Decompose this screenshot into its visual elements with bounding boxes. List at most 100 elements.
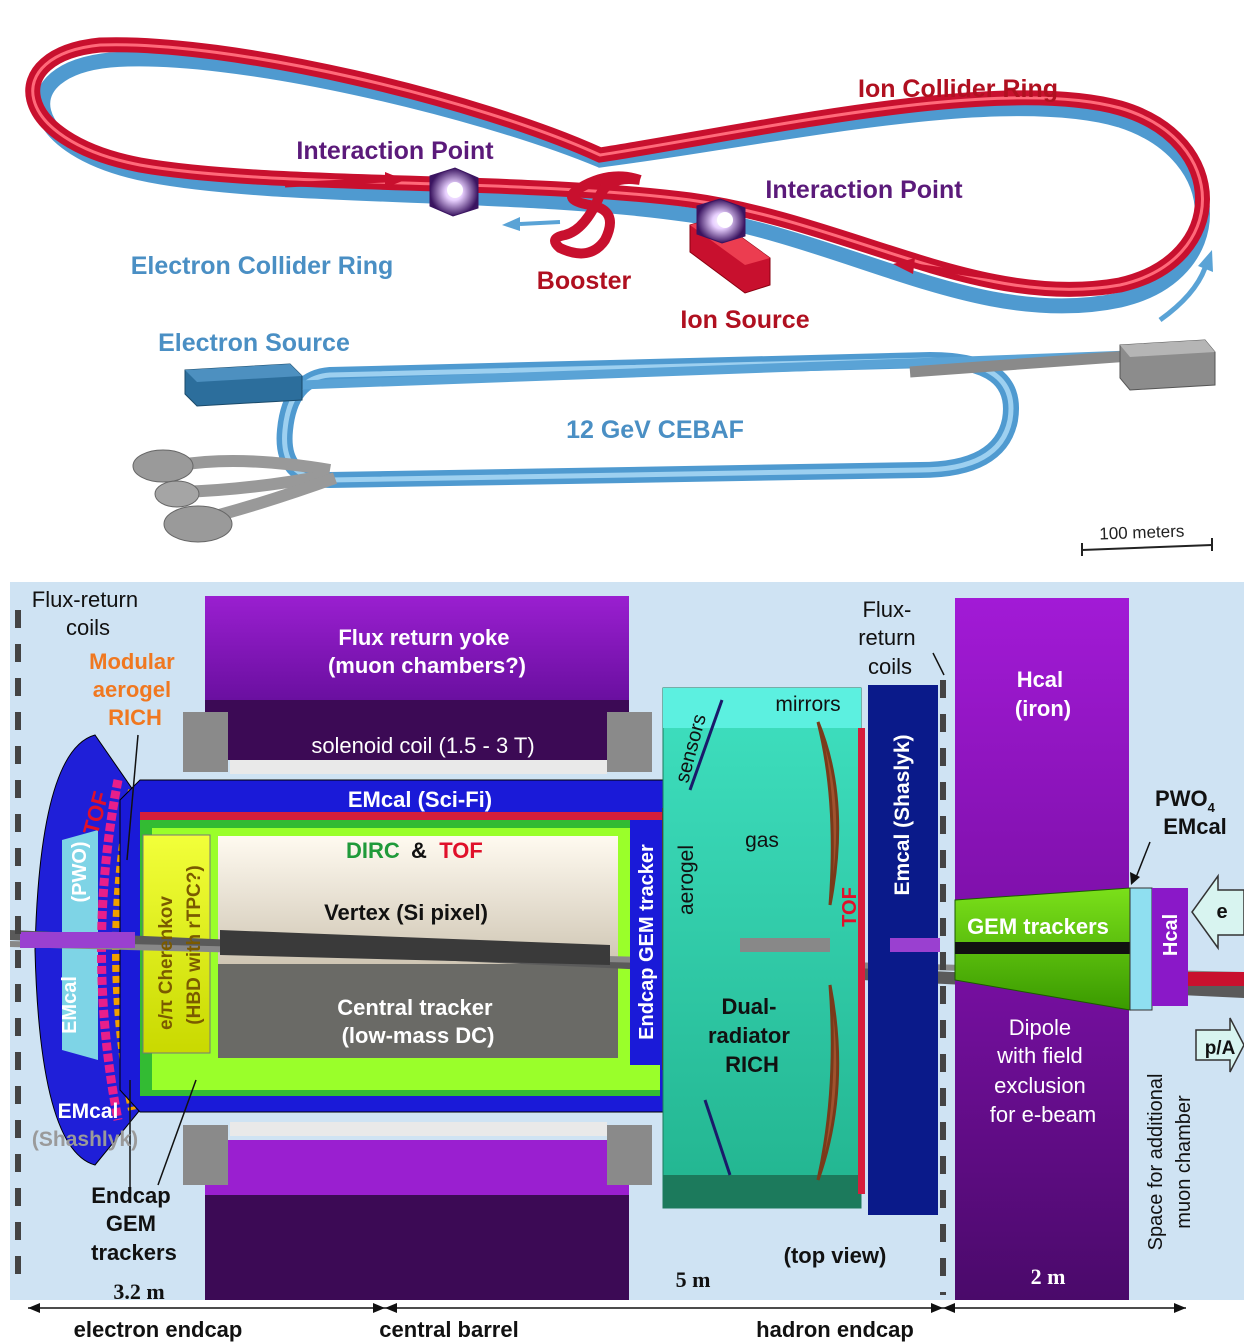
label-ion-collider-ring: Ion Collider Ring: [858, 75, 1058, 103]
flux-return-yoke-bottom-light: [205, 1140, 629, 1200]
left-beam-stub: [20, 932, 135, 948]
scale-bar: [1081, 538, 1213, 556]
label-gem-trackers: GEM trackers: [967, 914, 1109, 939]
label-shashlyk-left: (Shashlyk): [32, 1128, 138, 1151]
label-hcal-iron: Hcal (iron): [1015, 667, 1071, 721]
label-top-view: (top view): [784, 1243, 887, 1268]
label-mirrors: mirrors: [775, 693, 840, 716]
label-booster: Booster: [537, 267, 632, 295]
detector-diagram: Flux-return coils Modular aerogel RICH F…: [10, 582, 1244, 1342]
emcal-right-beam-stub: [890, 938, 940, 952]
coil-bottom-right: [607, 1125, 652, 1185]
interaction-point-left-marker: [429, 167, 479, 217]
label-central-tracker: Central tracker (low-mass DC): [337, 995, 498, 1048]
flux-return-yoke-bottom: [205, 1195, 629, 1300]
pointer-gem-endcap-1: [157, 1079, 197, 1186]
solenoid-coil-bar-top: [230, 760, 607, 774]
label-pwo4-emcal: PWO4 EMcal: [1155, 786, 1227, 839]
label-flux-return-coils-left: Flux-return coils: [32, 587, 144, 640]
label-flux-return-yoke: Flux return yoke (muon chambers?): [328, 625, 526, 678]
dimension-lines: [28, 1303, 1186, 1313]
rich-mirror-bottom: [816, 984, 840, 1181]
rich-sensor-bottom: [703, 1099, 732, 1176]
label-flux-return-coils-right: Flux- return coils: [858, 597, 922, 679]
rich-sensor-top: [688, 699, 724, 791]
label-dipole: Dipole with field exclusion for e-beam: [990, 1015, 1096, 1127]
label-tof-right: TOF: [839, 887, 861, 927]
spreader-line-1: [179, 455, 331, 476]
rich-bottom-band: [663, 1175, 861, 1208]
electron-source-box: [184, 363, 303, 407]
label-pwo: (PWO): [69, 841, 91, 902]
label-dim-right: 2 m: [1031, 1264, 1066, 1289]
coil-top-right: [607, 712, 652, 772]
label-emcal-shaslyk-right: Emcal (Shaslyk): [891, 734, 914, 895]
grey-box-right: [1119, 339, 1216, 391]
label-emcal-left-vertical: EMcal: [59, 976, 81, 1034]
gem-dipole-gap: [955, 942, 1135, 954]
pointer-rich-left: [126, 734, 139, 861]
label-cebaf: 12 GeV CEBAF: [566, 416, 744, 444]
label-dual-radiator-rich: Dual- radiator RICH: [708, 994, 796, 1077]
electron-transfer-line: [299, 350, 1131, 390]
beam-arrows: [284, 172, 1213, 323]
label-space-muon-line2: muon chamber: [1173, 1095, 1195, 1229]
label-beam-e: e: [1216, 901, 1227, 923]
label-emcal-shashlyk-left: EMcal: [58, 1100, 119, 1123]
pointer-flux-right: [932, 652, 945, 676]
label-region-central: central barrel: [379, 1317, 518, 1342]
vertex-pixel-barrel: [220, 930, 610, 965]
label-endcap-gem-tracker: Endcap GEM tracker: [636, 844, 658, 1040]
pwo4-emcal-block: [1129, 887, 1153, 1011]
pointer-pwo4: [1134, 841, 1151, 881]
label-region-hadron: hadron endcap: [756, 1317, 914, 1342]
label-dim-center: 5 m: [676, 1267, 711, 1292]
central-tracker-region: [218, 964, 618, 1058]
tof-right-strip: [858, 728, 865, 1194]
label-hcal-small: Hcal: [1160, 914, 1182, 956]
label-beam-pa: p/A: [1205, 1038, 1236, 1059]
solenoid-coil-bar-bottom: [230, 1122, 607, 1136]
beam-dumps: [132, 449, 233, 543]
label-space-muon-line1: Space for additional: [1145, 1074, 1167, 1251]
rich-mirror-top: [816, 721, 840, 906]
label-interaction-point-left: Interaction Point: [296, 137, 494, 165]
electron-collider-ring: [35, 51, 1210, 314]
hcal-small-block: [1152, 888, 1188, 1006]
beam-e-arrow: [1191, 873, 1244, 951]
cebaf-racetrack-highlight: [282, 357, 1014, 483]
label-solenoid-coil: solenoid coil (1.5 - 3 T): [311, 733, 534, 758]
coil-bottom-left: [183, 1125, 228, 1185]
label-ion-source: Ion Source: [680, 306, 809, 334]
label-dirc-tof: DIRC & TOF: [346, 838, 483, 863]
grey-beamline: [909, 350, 1131, 378]
interaction-point-right-marker: [696, 198, 746, 244]
booster: [550, 171, 642, 259]
endcap-gem-tracker-bar: [630, 820, 662, 1065]
pointer-pwo4-head: [1130, 872, 1140, 885]
ion-ring-highlight: [31, 43, 1204, 291]
label-cherenkov-2: (HBD with rTPC?): [184, 865, 205, 1024]
solenoid-region-top: [205, 700, 629, 760]
beam-pa-arrow: [1195, 1017, 1244, 1073]
tof-strip-top: [140, 812, 665, 820]
label-vertex: Vertex (Si pixel): [324, 900, 488, 925]
label-aerogel: aerogel: [675, 845, 698, 915]
accelerator-diagram: Ion Collider Ring Interaction Point Inte…: [25, 37, 1216, 556]
label-cherenkov-1: e/π Cherenkov: [156, 896, 177, 1030]
flux-return-yoke-top: [205, 596, 629, 700]
hadron-beam-out: [1188, 972, 1244, 986]
label-emcal-scifi: EMcal (Sci-Fi): [348, 787, 492, 812]
label-endcap-gem-trackers: Endcap GEM trackers: [91, 1183, 177, 1265]
label-scale-bar: 100 meters: [1099, 522, 1185, 544]
label-dim-left: 3.2 m: [113, 1279, 164, 1304]
label-electron-source: Electron Source: [158, 329, 350, 357]
label-interaction-point-right: Interaction Point: [765, 176, 963, 204]
label-electron-collider-ring: Electron Collider Ring: [131, 252, 394, 280]
left-rich-ring: [97, 779, 123, 1121]
label-region-electron: electron endcap: [74, 1317, 243, 1342]
label-gas: gas: [745, 829, 779, 852]
coil-top-left: [183, 712, 228, 772]
